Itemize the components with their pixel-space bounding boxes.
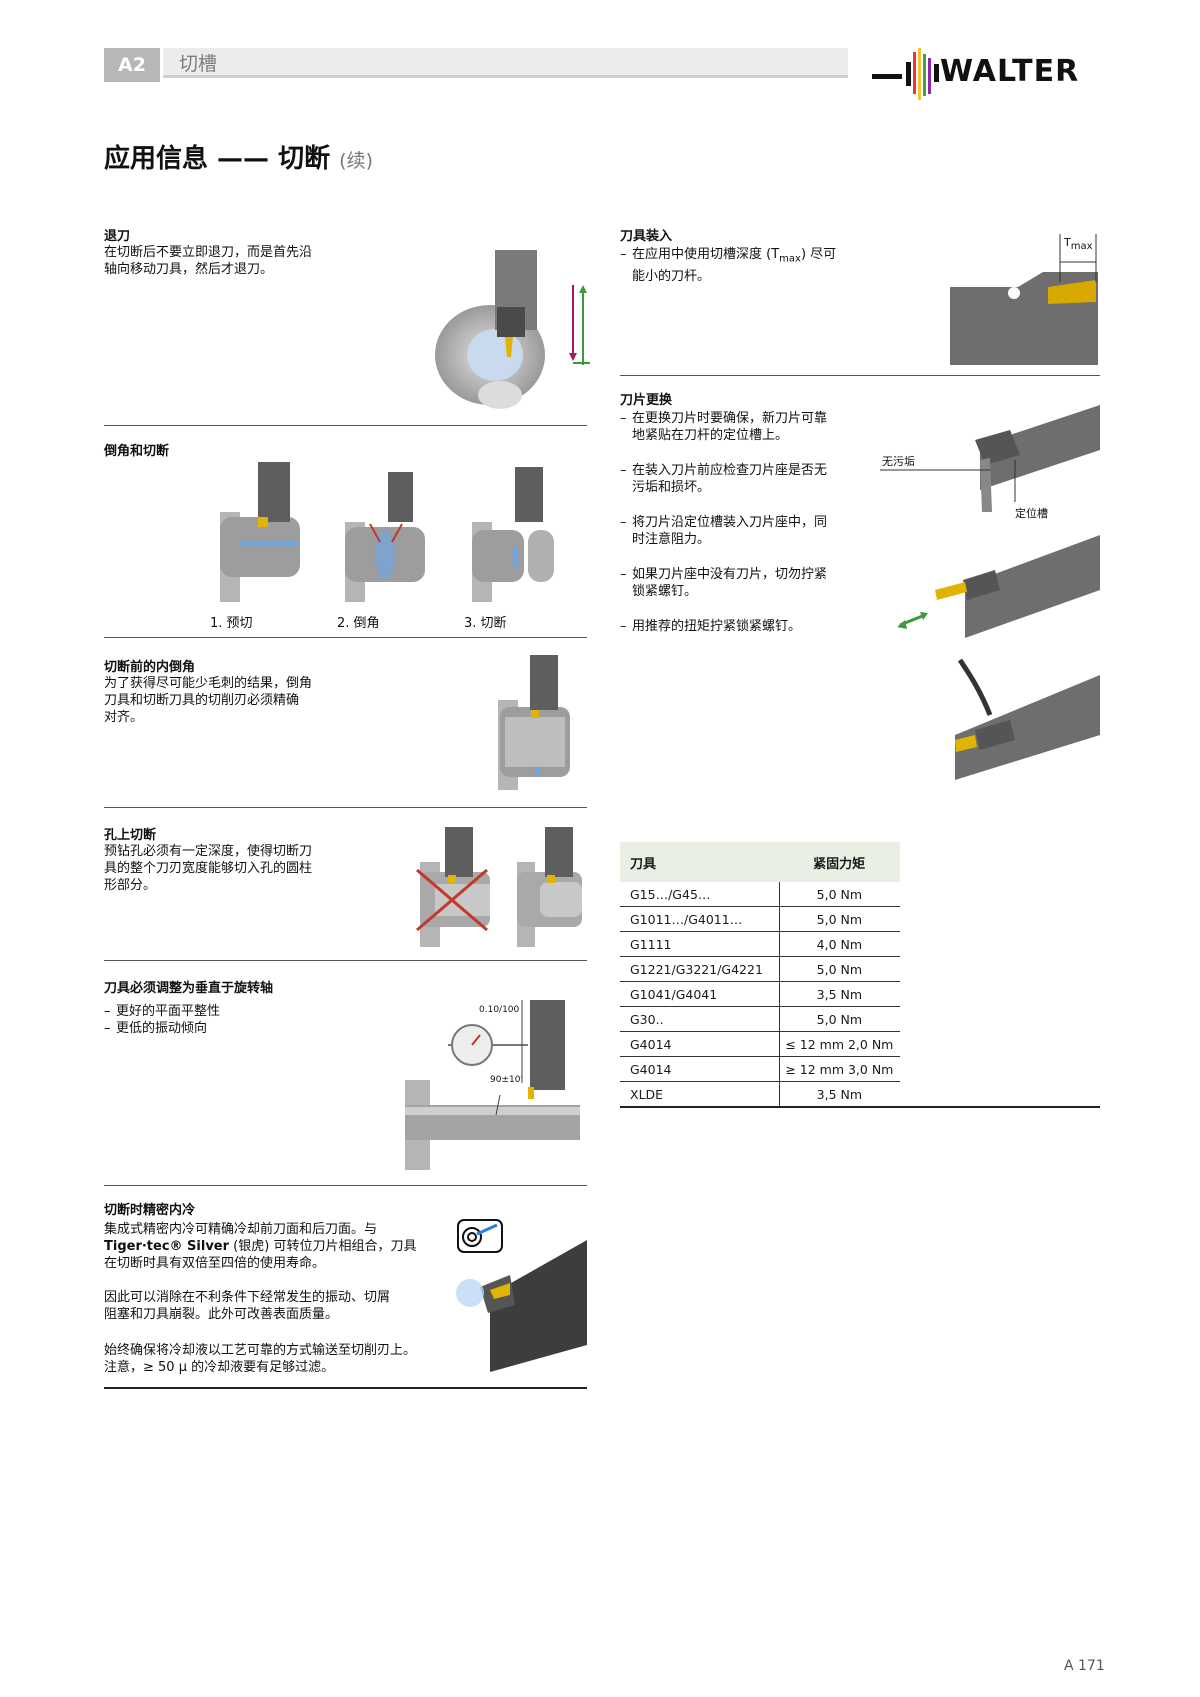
table-cell-tool: G4014 (620, 1056, 780, 1082)
table-row: G1011…/G4011…5,0 Nm (620, 906, 900, 932)
coolant-icon (457, 1219, 503, 1253)
table-cell-torque: ≤ 12 mm 2,0 Nm (778, 1031, 900, 1057)
table-cell-torque: 5,0 Nm (778, 1006, 900, 1032)
insert-change-bullet: –用推荐的扭矩拧紧锁紧螺钉。 (620, 619, 802, 634)
table-cell-torque: 3,5 Nm (778, 1081, 900, 1107)
divider (104, 807, 587, 808)
table-cell-torque: 5,0 Nm (778, 882, 900, 907)
table-cell-torque: 5,0 Nm (778, 906, 900, 932)
hole-text: 预钻孔必须有一定深度，使得切断刀 具的整个刀刃宽度能够切入孔的圆柱 形部分。 (104, 844, 313, 893)
table-header-row: 刀具 紧固力矩 (620, 842, 900, 882)
insert-change-bullet: –如果刀片座中没有刀片，切勿拧紧 锁紧螺钉。 (620, 567, 828, 599)
table-header-torque: 紧固力矩 (779, 842, 900, 882)
torque-table: 刀具 紧固力矩 G15…/G45…5,0 Nm G1011…/G4011…5,0… (620, 842, 900, 1107)
coolant-title: 切断时精密内冷 (104, 1203, 196, 1218)
divider (104, 960, 587, 961)
table-cell-tool: G15…/G45… (620, 882, 780, 907)
retract-title: 退刀 (104, 229, 131, 244)
page-title-cont: (续) (339, 150, 373, 172)
table-row: G30..5,0 Nm (620, 1006, 900, 1032)
chamfer-caption-1: 1. 预切 (210, 616, 253, 631)
gauge-label: 0.10/100 (479, 1005, 520, 1015)
mounting-title: 刀具装入 (620, 229, 673, 244)
perpendicular-title: 刀具必须调整为垂直于旋转轴 (104, 981, 274, 996)
table-cell-torque: 5,0 Nm (778, 956, 900, 982)
chamfer-caption-2: 2. 倒角 (337, 616, 380, 631)
chamfer-title: 倒角和切断 (104, 444, 170, 459)
table-cell-tool: G1221/G3221/G4221 (620, 956, 780, 982)
mounting-bullet: –在应用中使用切槽深度 (Tmax) 尽可 能小的刀杆。 (620, 247, 837, 284)
walter-logo-text: WALTER (940, 54, 1080, 89)
table-cell-tool: XLDE (620, 1081, 780, 1107)
chapter-title: 切槽 (163, 48, 848, 78)
mounting-illustration (950, 234, 1098, 365)
insert-change-illustration-1 (880, 405, 1100, 512)
inner-chamfer-title: 切断前的内倒角 (104, 660, 196, 675)
divider (104, 637, 587, 638)
table-cell-tool: G1111 (620, 931, 780, 957)
chamfer-illustrations (220, 462, 554, 602)
chamfer-caption-3: 3. 切断 (464, 616, 507, 631)
table-cell-tool: G1041/G4041 (620, 981, 780, 1007)
insert-change-bullet: –在更换刀片时要确保，新刀片可靠 地紧贴在刀杆的定位槽上。 (620, 411, 828, 443)
insert-change-illustration-3 (955, 658, 1100, 780)
divider (620, 1106, 1100, 1108)
label-locating-slot: 定位槽 (1015, 507, 1048, 520)
hole-illustrations (416, 827, 582, 947)
page-title-main: 应用信息 —— 切断 (104, 144, 331, 174)
inner-chamfer-illustration (498, 655, 570, 790)
table-cell-torque: 4,0 Nm (778, 931, 900, 957)
coolant-paragraph-3: 始终确保将冷却液以工艺可靠的方式输送至切削刃上。 注意，≥ 50 µ 的冷却液要… (104, 1343, 417, 1375)
coolant-paragraph-2: 因此可以消除在不利条件下经常发生的振动、切屑 阻塞和刀具崩裂。此外可改善表面质量… (104, 1290, 391, 1322)
table-cell-tool: G30.. (620, 1006, 780, 1032)
insert-change-bullet: –将刀片沿定位槽装入刀片座中，同 时注意阻力。 (620, 515, 828, 547)
table-cell-torque: 3,5 Nm (778, 981, 900, 1007)
table-cell-tool: G4014 (620, 1031, 780, 1057)
retract-text: 在切断后不要立即退刀，而是首先沿 轴向移动刀具，然后才退刀。 (104, 245, 313, 277)
table-header-tool: 刀具 (620, 842, 780, 882)
retract-illustration (435, 250, 590, 409)
perpendicular-bullet: –更低的振动倾向 (104, 1021, 208, 1036)
label-clean: 无污垢 (882, 455, 915, 468)
table-cell-tool: G1011…/G4011… (620, 906, 780, 932)
insert-change-illustration-2 (897, 535, 1100, 638)
divider (620, 375, 1100, 376)
perpendicular-bullet: –更好的平面平整性 (104, 1004, 221, 1019)
page-title: 应用信息 —— 切断 (续) (104, 138, 373, 175)
inner-chamfer-text: 为了获得尽可能少毛刺的结果，倒角 刀具和切断刀具的切削刃必须精确 对齐。 (104, 676, 313, 725)
angle-label: 90±10' (490, 1075, 523, 1085)
insert-change-title: 刀片更换 (620, 393, 673, 408)
tmax-label: Tmax (1064, 236, 1093, 253)
page-number: A 171 (1064, 1658, 1105, 1674)
divider (104, 425, 587, 426)
table-row: G15…/G45…5,0 Nm (620, 882, 900, 907)
coolant-illustration (456, 1240, 587, 1372)
divider (104, 1387, 587, 1389)
coolant-paragraph-1: 集成式精密内冷可精确冷却前刀面和后刀面。与 Tiger·tec® Silver … (104, 1222, 417, 1271)
table-row: G4014≤ 12 mm 2,0 Nm (620, 1031, 900, 1057)
divider (104, 1185, 587, 1186)
hole-title: 孔上切断 (104, 828, 157, 843)
walter-logo-mark (872, 48, 939, 100)
chapter-chip: A2 (104, 48, 160, 82)
insert-change-bullet: –在装入刀片前应检查刀片座是否无 污垢和损坏。 (620, 463, 828, 495)
table-row: G4014≥ 12 mm 3,0 Nm (620, 1056, 900, 1082)
perpendicular-illustration (405, 1000, 580, 1170)
table-cell-torque: ≥ 12 mm 3,0 Nm (778, 1056, 900, 1082)
